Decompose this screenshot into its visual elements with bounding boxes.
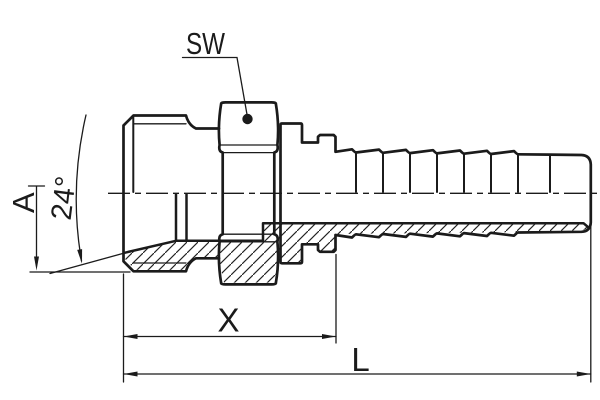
sw-leader-dot bbox=[242, 113, 253, 125]
dimension-cone-angle: 24° bbox=[46, 114, 126, 275]
l-arrowhead-right bbox=[576, 371, 591, 377]
label-x: X bbox=[217, 302, 239, 339]
x-arrowhead-left bbox=[123, 334, 138, 339]
label-sw: SW bbox=[186, 26, 226, 61]
x-arrowhead-right bbox=[322, 334, 336, 339]
a-arrowhead bbox=[34, 256, 39, 271]
label-l: L bbox=[351, 341, 369, 378]
label-cone-angle: 24° bbox=[46, 174, 83, 221]
angle-arc bbox=[75, 114, 87, 262]
label-a: A bbox=[6, 192, 41, 213]
l-arrowhead-left bbox=[123, 371, 138, 377]
dimension-l: L bbox=[122, 193, 592, 383]
barb-edge-lines bbox=[355, 151, 551, 193]
dimension-x: X bbox=[122, 253, 337, 383]
sw-leader-line bbox=[181, 56, 248, 116]
sw-annotation: SW bbox=[181, 26, 253, 125]
angle-arrowhead bbox=[77, 249, 83, 264]
section-hatch bbox=[125, 224, 589, 283]
a-dimension-line bbox=[27, 185, 46, 259]
bore-and-cone-lines bbox=[123, 193, 590, 255]
cone-extension-line bbox=[49, 252, 126, 275]
dimension-a: A bbox=[6, 185, 131, 273]
